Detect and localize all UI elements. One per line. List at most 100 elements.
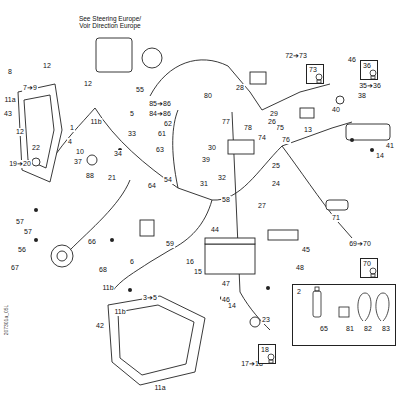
- callout-number: 13: [303, 126, 313, 134]
- callout-number: 12: [83, 80, 93, 88]
- callout-number: 88: [85, 172, 95, 180]
- callout-number: 14: [375, 152, 385, 160]
- callout-number: 54: [163, 176, 173, 184]
- callout-number: 30: [207, 144, 217, 152]
- callout-number: 48: [295, 264, 305, 272]
- bulb-box: 70: [360, 258, 378, 278]
- callout-number: 22: [31, 144, 41, 152]
- taillight: [346, 124, 390, 140]
- callout-number: 25: [271, 162, 281, 170]
- connector: [300, 108, 314, 118]
- callout-number: 74: [257, 134, 267, 142]
- callout-number: 35➔36: [358, 82, 382, 90]
- switch: [250, 72, 266, 84]
- callout-number: 58: [221, 196, 231, 204]
- callout-number: 77: [221, 118, 231, 126]
- bulb: [250, 317, 260, 327]
- callout-number: 31: [199, 180, 209, 188]
- callout-number: 45: [301, 246, 311, 254]
- callout-number: 23: [261, 316, 271, 324]
- callout-number: 37: [73, 158, 83, 166]
- relay-box: [228, 140, 254, 154]
- horn: [51, 245, 73, 267]
- callout-number: 57: [23, 228, 33, 236]
- callout-number: 55: [135, 86, 145, 94]
- module: [140, 220, 154, 236]
- callout-number: 73: [308, 66, 318, 74]
- callout-number: 64: [147, 182, 157, 190]
- note-text: See Steering Europe/ Voir Direction Euro…: [77, 15, 143, 29]
- callout-number: 2: [296, 288, 302, 296]
- callout-number: 19➔20: [8, 160, 32, 168]
- callout-number: 76: [281, 136, 291, 144]
- socket: [87, 155, 97, 165]
- callout-number: 11b: [113, 308, 126, 316]
- callout-number: 67: [10, 264, 20, 272]
- bulb: [32, 158, 40, 166]
- callout-number: 68: [98, 266, 108, 274]
- callout-number: 72➔73: [284, 52, 308, 60]
- callout-number: 66: [87, 238, 97, 246]
- callout-number: 62: [163, 120, 173, 128]
- battery: [205, 244, 255, 274]
- callout-number: 10: [75, 148, 85, 156]
- callout-number: 42: [95, 322, 105, 330]
- callout-number: 59: [165, 240, 175, 248]
- callout-number: 11a: [153, 384, 166, 392]
- callout-number: 6: [129, 258, 135, 266]
- callout-number: 28: [235, 84, 245, 92]
- gauge: [142, 48, 162, 68]
- fasteners: [34, 138, 374, 300]
- callout-number: 83: [381, 325, 391, 333]
- drawing-code: 207301a_05L: [2, 304, 10, 337]
- callout-number: 15: [193, 268, 203, 276]
- signal-light: [326, 200, 348, 210]
- callout-number: 24: [271, 180, 281, 188]
- callout-number: 1: [69, 124, 75, 132]
- callout-number: 16: [185, 258, 195, 266]
- callout-number: 29: [269, 110, 279, 118]
- callout-number: 85➔86: [148, 100, 172, 108]
- callout-number: 11b: [101, 284, 114, 292]
- callout-number: 40: [331, 106, 341, 114]
- callout-number: 18: [260, 346, 270, 354]
- callout-number: 70: [362, 260, 372, 268]
- callout-number: 33: [127, 130, 137, 138]
- callout-number: 14: [227, 302, 237, 310]
- headlight-lower: [108, 296, 205, 385]
- callout-number: 63: [155, 146, 165, 154]
- fuse-block: [268, 230, 298, 240]
- callout-number: 7➔9: [22, 84, 38, 92]
- callout-number: 27: [257, 202, 267, 210]
- callout-number: 8: [7, 68, 13, 76]
- callout-number: 34: [113, 150, 123, 158]
- callout-number: 12: [15, 128, 25, 136]
- callout-number: 44: [210, 226, 220, 234]
- callout-number: 38: [357, 92, 367, 100]
- callout-number: 39: [201, 156, 211, 164]
- callout-number: 57: [15, 218, 25, 226]
- callout-number: 41: [385, 142, 395, 150]
- callout-number: 3➔5: [142, 294, 158, 302]
- bulb-box: 73: [306, 64, 324, 84]
- callout-number: 11a: [3, 96, 16, 104]
- bulb-box: 36: [360, 60, 378, 80]
- callout-number: 43: [3, 110, 13, 118]
- callout-number: 11b: [89, 118, 102, 126]
- callout-number: 80: [203, 92, 213, 100]
- callout-number: 81: [345, 325, 355, 333]
- parts-icons: [293, 285, 397, 347]
- instrument-cluster: [96, 38, 132, 72]
- callout-number: 21: [107, 174, 117, 182]
- callout-number: 61: [157, 130, 167, 138]
- callout-number: 26: [267, 118, 277, 126]
- callout-number: 46: [347, 56, 357, 64]
- callout-number: 82: [363, 325, 373, 333]
- callout-number: 71: [331, 214, 341, 222]
- callout-number: 69➔70: [348, 240, 372, 248]
- bulb-box: 18: [258, 344, 276, 364]
- callout-number: 56: [17, 246, 27, 254]
- callout-number: 32: [217, 174, 227, 182]
- bulb: [336, 96, 344, 104]
- callout-number: 78: [243, 124, 253, 132]
